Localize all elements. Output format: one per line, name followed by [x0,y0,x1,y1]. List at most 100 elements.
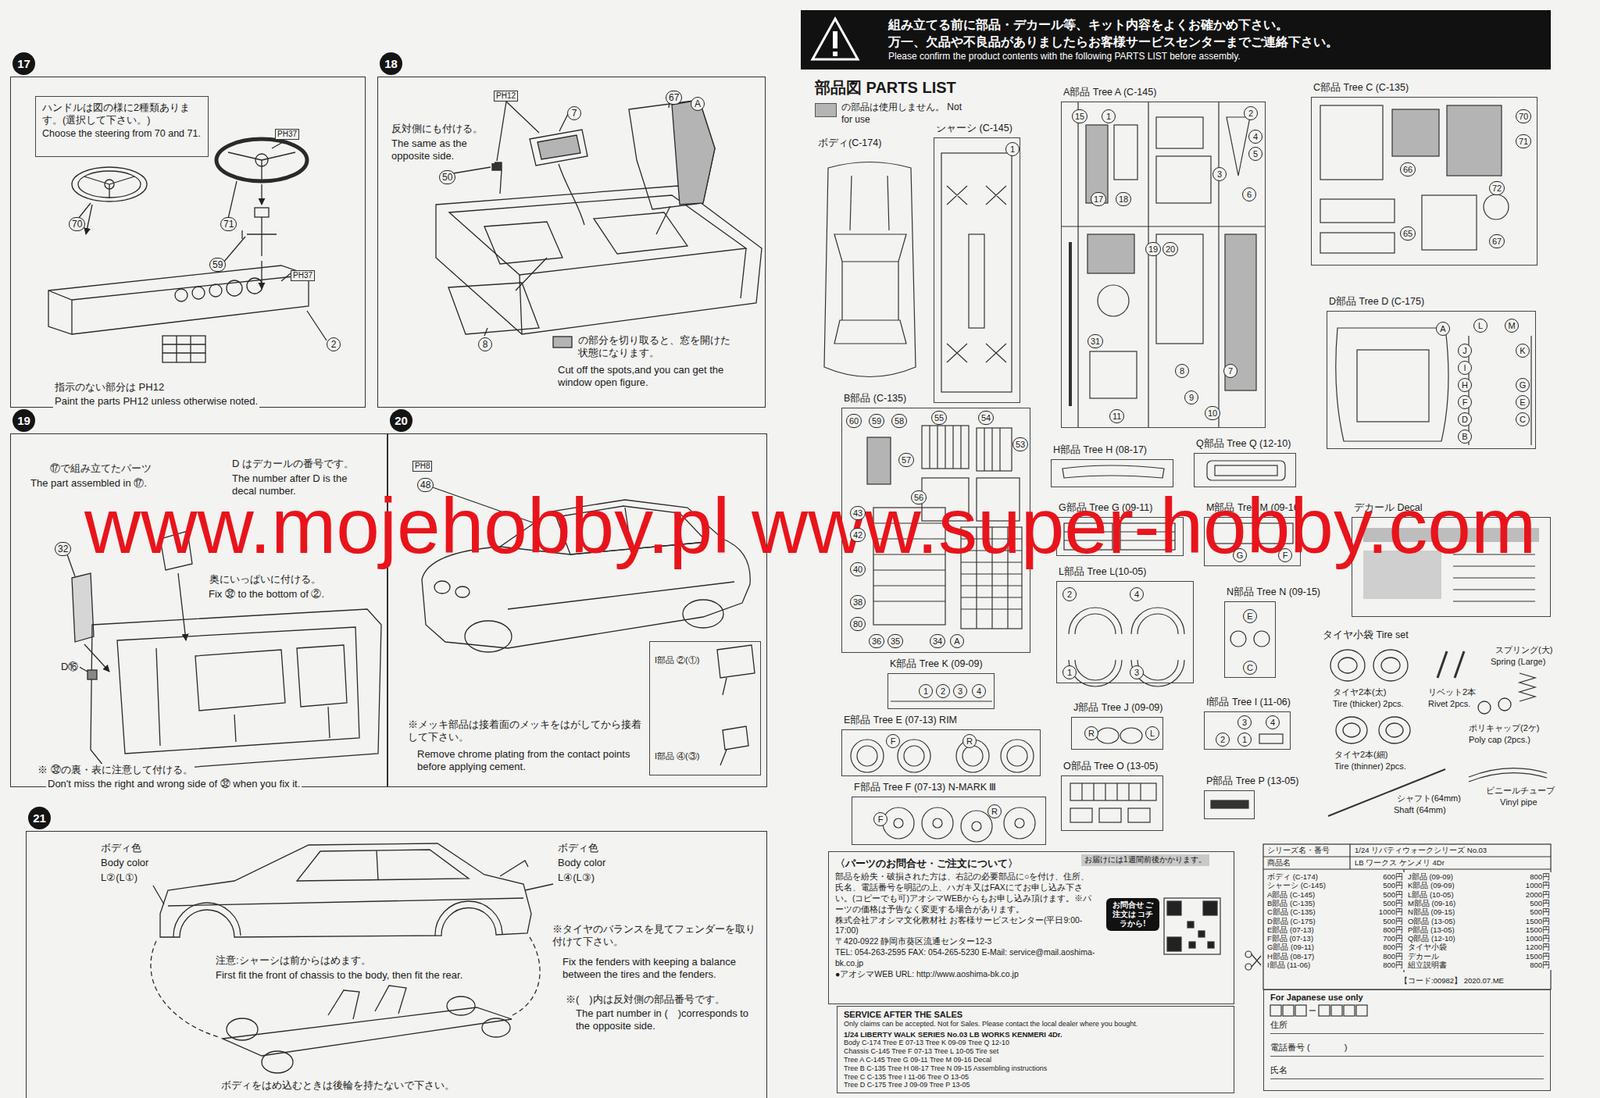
callout-number: J [1457,343,1472,358]
parts-trees [1214,465,1278,476]
tree-heading: E部品 Tree E (07-13) RIM [842,714,959,728]
tree-heading: C部品 Tree C (C-135) [1311,81,1411,95]
parts-trees [1131,607,1185,635]
table-cell: O部品 (13-05) [1406,917,1458,927]
step-number: 19 [12,409,36,433]
warning-bar: 組み立てる前に部品・デカール等、キット内容をよくお確かめ下さい。万一、欠品や不良… [800,10,1551,70]
table-cell: K部品 (09-09) [1406,881,1457,891]
order-area-drawing [1167,937,1182,952]
note-text: Rivet 2pcs. [1426,699,1472,711]
callout-number: 1 [918,684,933,699]
note-text: スプリング(大) [1493,645,1554,657]
step21-drawing [226,1018,258,1041]
callout-number: A [1435,321,1450,336]
service-info: 1/24 LIBERTY WALK SERIES No.03 LB WORKS … [843,1030,1228,1040]
order-area-drawing [1207,942,1215,949]
step21-drawing [328,985,407,1020]
parts-trees [1128,808,1150,823]
form-field: For Japanese use only [1270,992,1544,1003]
note-text: 反対側にも付ける。 [389,122,485,136]
callout-number: C [1242,660,1258,675]
step17-drawing [48,275,309,335]
note-text: の部分を切り取ると、窓を開けた状態になります。 [576,334,736,361]
tree-heading: H部品 Tree H (08-17) [1051,443,1149,458]
step-number: 18 [379,52,403,75]
note-text: Tire (thicker) 2pcs. [1331,699,1406,711]
note-text: タイヤ2本(太) [1331,687,1388,699]
part-caption: I部品 ②(①) [654,654,700,667]
order-area-drawing [1245,964,1252,971]
parts-trees [976,428,1012,472]
callout-number: 9 [1184,390,1199,405]
parts-trees [834,175,907,344]
legend-text: の部品は使用しません。 Not for use [841,101,967,126]
tire-set-drawing [1385,723,1404,738]
parts-trees [850,739,884,773]
parts-trees [1070,808,1093,823]
note-text: ※メッキ部品は接着面のメッキをはがしてから接着して下さい。 [406,718,644,745]
form-field: 氏名 [1270,1064,1544,1080]
parts-tree: L部品 Tree L(10-05) [1056,581,1194,684]
parts-trees [1226,117,1250,176]
parts-trees [1068,607,1122,635]
step20-drawing [455,586,470,598]
step21-drawing [153,884,554,905]
callout-number: M [1504,318,1519,333]
table-cell: 1500円 [1512,925,1552,936]
order-area-drawing [1167,901,1182,916]
step18-drawing [435,185,762,335]
tire-set-drawing [1437,651,1465,679]
note-text: Body color [99,857,150,870]
tire-set-drawing [1378,717,1411,744]
parts-trees [929,425,961,469]
parts-tree: シャーシ (C-145) [933,137,1021,404]
inset-box: I部品 ②(①)I部品 ④(③) [649,641,761,776]
order-area-drawing [1245,951,1252,958]
callout-number: 4 [971,684,986,699]
callout-number: 56 [910,490,927,505]
tree-heading: Q部品 Tree Q (12-10) [1194,437,1293,451]
parts-trees [984,428,1000,472]
tire-set-drawing [1498,698,1511,711]
parts-trees [1156,117,1204,149]
table-cell: B部品 (C-135) [1265,899,1317,909]
table-cell: 【コード:00982】 2020.07.ME [1398,976,1506,986]
parts-trees [1483,194,1509,220]
step21-drawing [446,996,475,1016]
callout-number: 80 [850,617,866,632]
parts-trees [1230,631,1247,647]
service-info: Tree D C-175 Tree J 09-09 Tree P 13-05 [843,1081,1228,1090]
table-cell: 800円 [1365,925,1405,936]
table-cell: 700円 [1365,934,1405,944]
step-panel: 17ハンドルは図の様に2種類あります。(選択して下さい。)Choose the … [10,76,366,408]
callout-number: 1 [1237,732,1252,747]
table-cell: M部品 (09-16) [1406,899,1458,909]
note-text: D⑯ [59,660,80,674]
callout-number: L [1473,318,1488,333]
step17-drawing [226,280,243,297]
step18-drawing [449,195,747,275]
callout-number: B [1457,429,1472,444]
callout-number: 1 [1005,142,1020,157]
parts-trees [1003,807,1036,840]
order-area-drawing [1189,942,1196,949]
table-cell: E部品 (07-13) [1265,925,1316,936]
parts-trees [932,818,943,829]
callout-number: 3 [1212,167,1227,182]
callout-number: 42 [850,528,866,543]
callout-number: F [1278,548,1293,563]
table-cell: シャーシ (C-145) [1265,881,1328,891]
callout-number: 58 [891,414,908,429]
service-info: SERVICE AFTER THE SALES [843,1010,1228,1021]
paint-code: PH37 [275,128,300,140]
warning-icon [809,15,861,65]
callout-number: 31 [1087,334,1104,349]
tire-set-drawing [1519,673,1536,702]
paint-code: PH8 [412,460,433,472]
callout-number: 72 [1489,181,1505,196]
step20-drawing [434,581,450,594]
step19-drawing [195,645,347,711]
note-text: Remove chrome plating from the contact p… [415,748,646,775]
table-cell: D部品 (C-175) [1265,917,1318,927]
